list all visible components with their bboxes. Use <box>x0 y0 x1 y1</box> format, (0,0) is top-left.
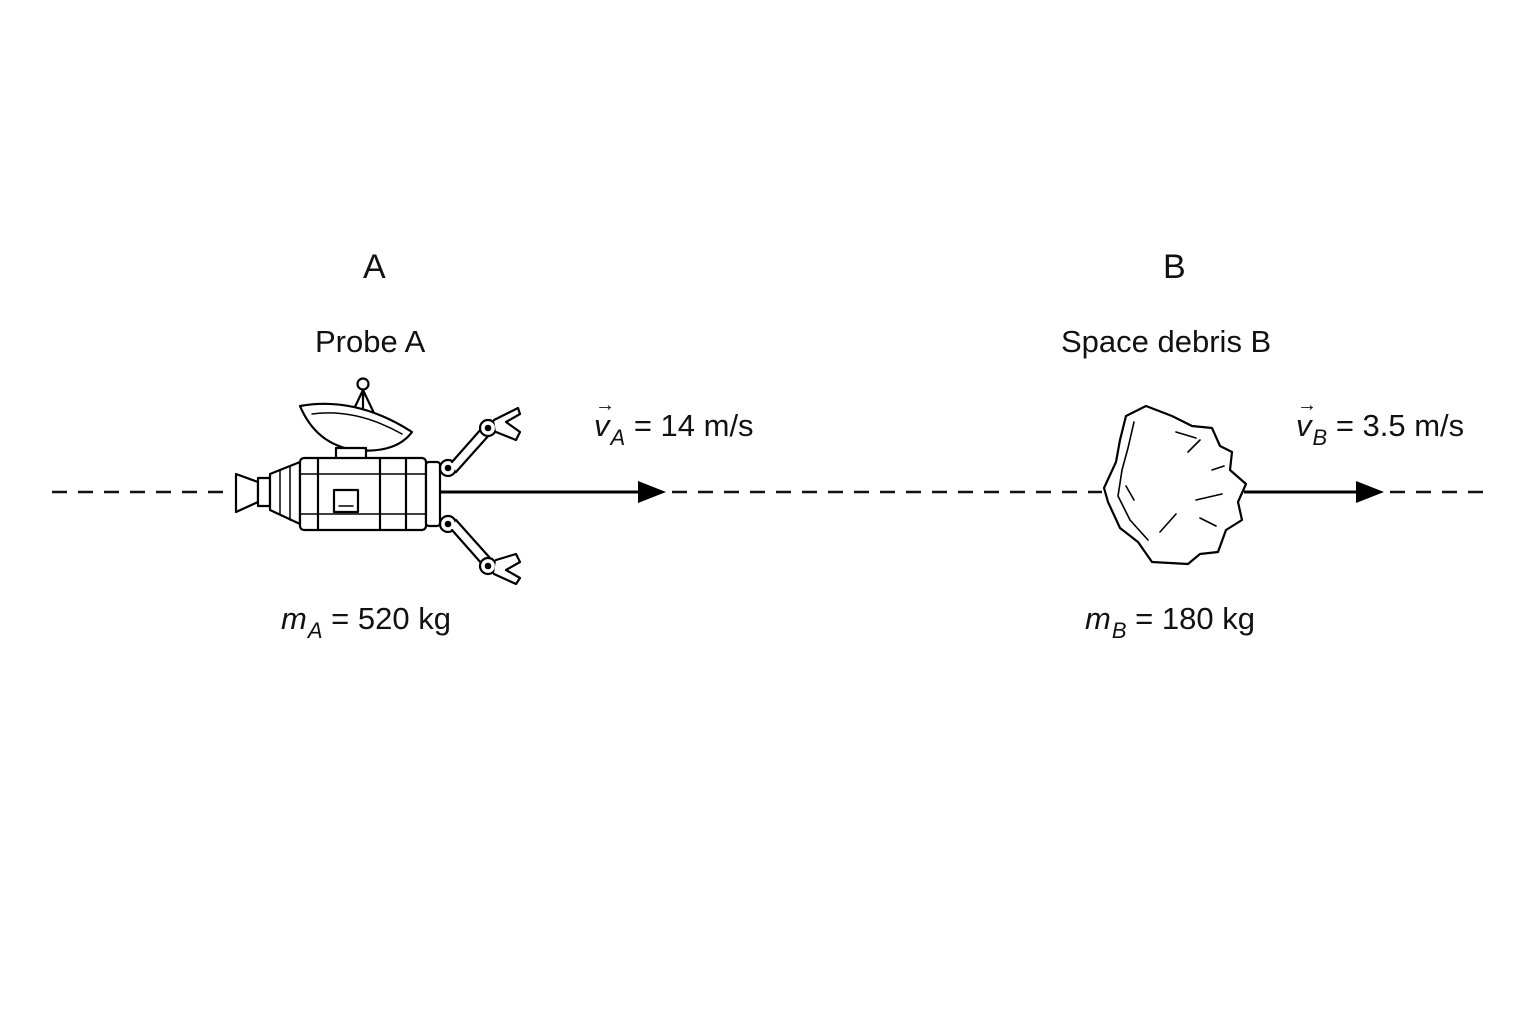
velocity-a-vector-symbol: →v <box>594 395 615 443</box>
velocity-a-value: = 14 m/s <box>633 408 754 443</box>
velocity-a-symbol: v <box>594 408 610 443</box>
space-debris-icon <box>1102 404 1248 566</box>
velocity-b-value: = 3.5 m/s <box>1335 408 1465 443</box>
mass-b-subscript: B <box>1111 618 1127 643</box>
mass-b-value: = 180 kg <box>1135 601 1255 636</box>
vector-arrow-icon: → <box>1297 394 1317 416</box>
object-a-name: Probe A <box>315 324 426 359</box>
vector-arrow-icon: → <box>595 394 615 416</box>
mass-a-symbol: m <box>281 601 307 636</box>
velocity-a-label: →vA = 14 m/s <box>594 395 754 449</box>
object-b-name: Space debris B <box>1061 324 1272 359</box>
mass-a-label: mA = 520 kg <box>281 601 451 642</box>
object-b-letter: B <box>1163 248 1186 286</box>
velocity-a-subscript: A <box>610 425 626 450</box>
velocity-arrow-a <box>440 481 666 503</box>
mass-a-subscript: A <box>307 618 323 643</box>
object-a-letter: A <box>363 248 386 286</box>
mass-b-symbol: m <box>1085 601 1111 636</box>
mass-a-value: = 520 kg <box>331 601 451 636</box>
space-probe-icon <box>234 377 522 586</box>
velocity-b-vector-symbol: →v <box>1296 395 1317 443</box>
velocity-arrow-b <box>1244 481 1384 503</box>
mass-b-label: mB = 180 kg <box>1085 601 1255 642</box>
velocity-b-label: →vB = 3.5 m/s <box>1296 395 1465 449</box>
velocity-b-symbol: v <box>1296 408 1312 443</box>
velocity-b-subscript: B <box>1312 425 1328 450</box>
